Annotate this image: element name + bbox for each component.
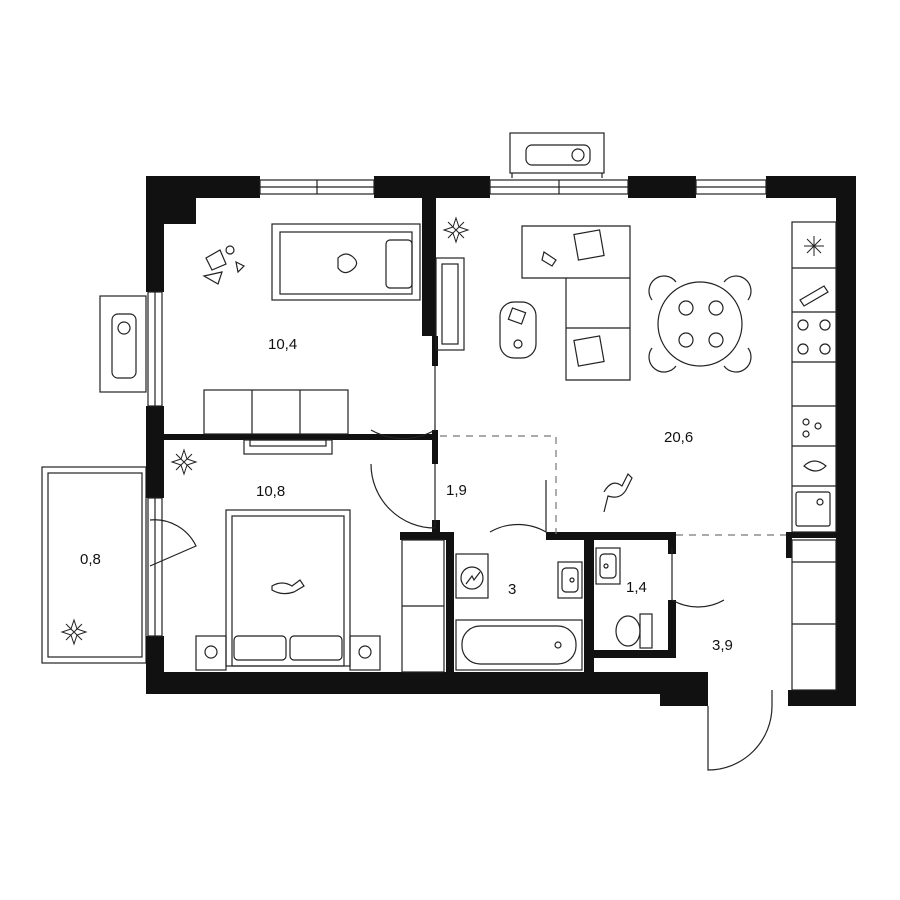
doors: [149, 366, 773, 771]
dining-table: [648, 275, 752, 373]
stove-icon: [797, 319, 831, 355]
toilet: [615, 613, 653, 649]
snowflake-icon: [804, 236, 824, 256]
bedroom-1-furniture: 10,4: [202, 223, 465, 435]
cutting-board-icon: [799, 285, 829, 307]
area-label-toilet: 1,4: [626, 579, 647, 596]
area-label-bedroom-1: 10,4: [268, 336, 297, 353]
dresser: [203, 389, 349, 435]
zone-lines: [440, 435, 786, 536]
balcony: [41, 466, 147, 664]
area-label-balcony: 0,8: [80, 551, 101, 568]
wardrobe: [435, 257, 465, 351]
plant-icon: [442, 216, 470, 244]
plate-icon: [678, 332, 694, 348]
window: [147, 497, 163, 637]
plate-icon: [678, 300, 694, 316]
tv-console: [243, 439, 333, 455]
plate-icon: [708, 300, 724, 316]
hall-closet: [791, 539, 837, 691]
area-label-living-kitchen: 20,6: [664, 429, 693, 446]
bowl-icon: [803, 460, 827, 472]
area-label-corridor: 1,9: [446, 482, 467, 499]
fan-icon: [117, 321, 131, 335]
bedroom-2-furniture: 10,8: [195, 439, 381, 671]
cat-icon: [271, 579, 305, 595]
walls: [146, 176, 856, 706]
nightstand-left: [195, 635, 227, 671]
plant-icon: [170, 448, 198, 476]
windows: [147, 179, 767, 637]
area-label-bedroom-2: 10,8: [256, 483, 285, 500]
closet: [401, 539, 445, 673]
door-entrance: [707, 705, 773, 771]
bathroom-furniture: 3: [401, 539, 583, 673]
door-bedroom-1: [370, 366, 436, 440]
nightstand-right: [349, 635, 381, 671]
ac-unit-left: [99, 295, 147, 393]
door-balcony: [149, 519, 197, 567]
toys-icon: [202, 245, 246, 285]
washing-machine: [455, 553, 489, 599]
utensils-icon: [802, 418, 822, 438]
sofa: [521, 225, 631, 381]
area-label-hall: 3,9: [712, 637, 733, 654]
bathtub: [455, 619, 583, 671]
fan-icon: [571, 148, 585, 162]
plant-icon: [60, 618, 88, 646]
window: [489, 179, 629, 195]
toilet-room-furniture: 1,4: [595, 547, 653, 649]
washbasin: [595, 547, 621, 585]
sink: [795, 491, 831, 527]
window: [259, 179, 375, 195]
coffee-table: [499, 301, 537, 359]
paw-icon: [337, 253, 358, 274]
window: [147, 291, 163, 407]
bathroom-sink: [557, 561, 583, 599]
kitchen-counter: [791, 221, 837, 533]
ac-unit-top: [509, 132, 605, 178]
single-bed: [271, 223, 421, 301]
window: [695, 179, 767, 195]
door-bathroom: [489, 480, 547, 534]
plate-icon: [708, 332, 724, 348]
toy-rabbit-icon: [541, 251, 557, 267]
double-bed: [225, 509, 351, 667]
cat-icon: [603, 472, 633, 513]
area-label-bathroom: 3: [508, 581, 516, 598]
door-toilet: [671, 548, 725, 608]
door-bedroom-2: [370, 463, 436, 529]
living-kitchen-furniture: 20,6: [499, 221, 837, 533]
hall-furniture: 3,9: [712, 539, 837, 691]
